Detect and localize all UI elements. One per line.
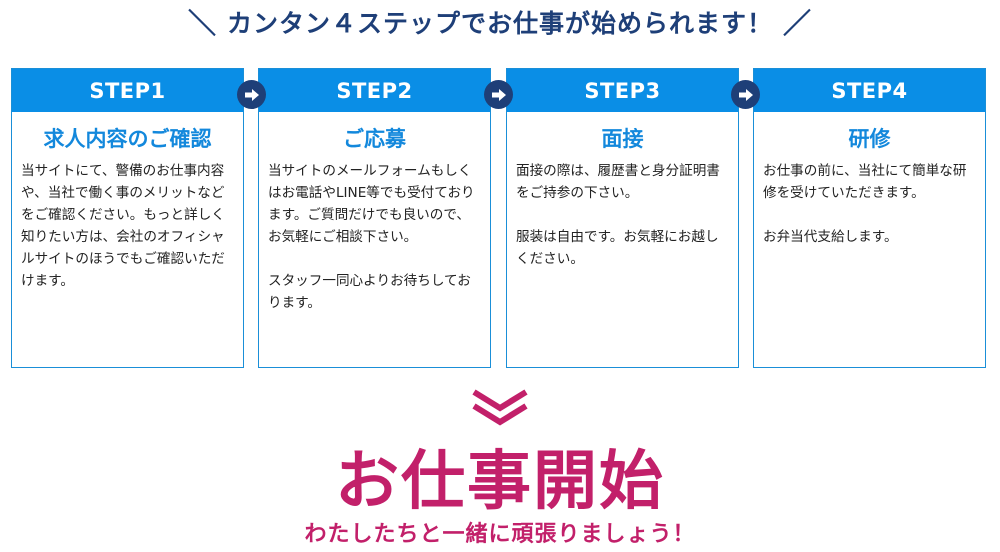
arrow-right-icon [484,80,513,109]
arrow-right-icon-glyph [738,88,753,101]
arrow-right-icon [731,80,760,109]
step-label: STEP2 [259,69,490,112]
step-label: STEP3 [507,69,738,112]
step-label: STEP4 [754,69,985,112]
step-title: 面接 [601,127,644,151]
step-title: 研修 [848,127,891,151]
headline-text: カンタン４ステップでお仕事が始められます！ [226,9,773,38]
step-card-4: STEP4 研修 お仕事の前に、当社にて簡単な研修を受けていただきます。 お弁当… [753,68,986,368]
step-body: 当サイトのメールフォームもしくはお電話やLINE等でも受付ております。ご質問だけ… [268,163,475,311]
step-body: お仕事の前に、当社にて簡単な研修を受けていただきます。 お弁当代支給します。 [763,163,967,245]
step-body: 面接の際は、履歴書と身分証明書をご持参の下さい。 服装は自由です。お気軽にお越し… [516,163,720,267]
step-body: 当サイトにて、警備のお仕事内容や、当社で働く事のメリットなどをご確認ください。も… [21,163,225,289]
headline: ＼ カンタン４ステップでお仕事が始められます！ ／ [0,4,1000,40]
step-label: STEP1 [12,69,243,112]
finale-title: お仕事開始 [335,445,665,519]
finale-subtitle: わたしたちと一緒に頑張りましょう！ [304,522,696,547]
step-title: 求人内容のご確認 [43,127,212,151]
steps-row: STEP1 求人内容のご確認 当サイトにて、警備のお仕事内容や、当社で働く事のメ… [0,68,1000,372]
arrow-right-icon [237,80,266,109]
step-card-3: STEP3 面接 面接の際は、履歴書と身分証明書をご持参の下さい。 服装は自由で… [506,68,739,368]
arrow-right-icon-glyph [491,88,506,101]
headline-left-mark: ＼ [187,7,217,40]
arrow-right-icon-glyph [244,88,259,101]
step-card-1: STEP1 求人内容のご確認 当サイトにて、警備のお仕事内容や、当社で働く事のメ… [11,68,244,368]
step-title: ご応募 [343,127,406,151]
headline-right-mark: ／ [783,7,813,40]
double-chevron-down-icon [472,389,528,426]
step-card-2: STEP2 ご応募 当サイトのメールフォームもしくはお電話やLINE等でも受付て… [258,68,491,368]
